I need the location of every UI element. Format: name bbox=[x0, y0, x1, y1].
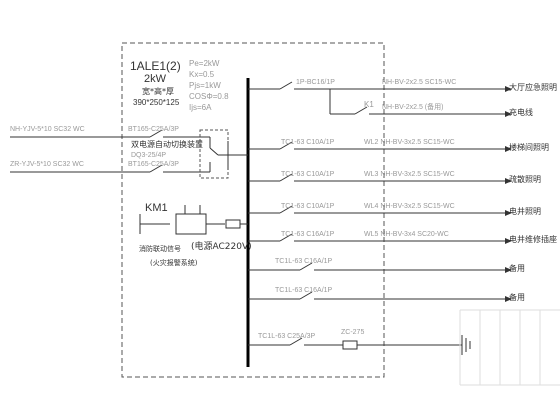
incoming-line-1 bbox=[10, 129, 211, 148]
panel-param-5: Ijs=6A bbox=[189, 103, 212, 112]
circuit-lines bbox=[248, 81, 505, 350]
panel-param-4: COSΦ=0.8 bbox=[189, 92, 229, 101]
control-loop bbox=[139, 205, 248, 235]
circuit-1-load: 大厅应急照明 bbox=[509, 83, 557, 92]
circuit-2-cable: NH-BV-2x2.5 (备用) bbox=[382, 104, 444, 111]
panel-power: 2kW bbox=[144, 73, 166, 85]
circuit-5-cable: WL4 NH-BV-3x2.5 SC15-WC bbox=[364, 203, 455, 210]
km1-label: KM1 bbox=[145, 202, 168, 214]
panel-param-3: Pjs=1kW bbox=[189, 81, 221, 90]
ats-label: 双电源自动切换装置 bbox=[131, 140, 203, 149]
fire-signal-label: 消防联动信号 bbox=[139, 245, 181, 253]
circuit-6-breaker: TC1-63 C16A/1P bbox=[281, 231, 335, 238]
circuit-7-breaker: TC1L-63 C16A/1P bbox=[275, 258, 333, 265]
circuit-8-breaker: TC1L-63 C16A/1P bbox=[275, 287, 333, 294]
circuit-4-load: 疏散照明 bbox=[509, 175, 541, 184]
panel-dims: 390*250*125 bbox=[133, 98, 180, 107]
circuit-7-load: 备用 bbox=[509, 264, 525, 273]
incoming-1-cable: NH-YJV-5*10 SC32 WC bbox=[10, 126, 85, 133]
panel-id: 1ALE1(2) bbox=[130, 59, 181, 73]
ground-symbol bbox=[461, 335, 471, 355]
panel-param-2: Kx=0.5 bbox=[189, 70, 215, 79]
power-ac-label: (电源AC220V) bbox=[191, 242, 252, 252]
ats-switch bbox=[209, 141, 248, 170]
circuit-1-breaker: 1P-BC16/1P bbox=[296, 79, 335, 86]
circuit-5-load: 电井照明 bbox=[509, 207, 541, 216]
panel-param-1: Pe=2kW bbox=[189, 59, 220, 68]
incoming-line-2 bbox=[10, 162, 211, 173]
circuit-2-load: 充电线 bbox=[509, 108, 533, 117]
ats-model: DQ3-25/4P bbox=[131, 152, 167, 159]
circuit-1-cable: NH-BV-2x2.5 SC15-WC bbox=[382, 79, 457, 86]
circuit-6-load: 电井维修插座 bbox=[509, 235, 557, 244]
circuit-arrowheads bbox=[505, 86, 512, 302]
incoming-2-breaker: BT165-C25A/3P bbox=[128, 161, 179, 168]
circuit-4-breaker: TC1-63 C10A/1P bbox=[281, 171, 335, 178]
circuit-8-load: 备用 bbox=[509, 293, 525, 302]
circuit-3-load: 楼梯间照明 bbox=[509, 143, 549, 152]
bottom-device: ZC-275 bbox=[341, 329, 365, 336]
incoming-1-breaker: BT165-C25A/3P bbox=[128, 126, 179, 133]
panel-dims-label: 宽*高*厚 bbox=[142, 87, 174, 96]
circuit-2-breaker: K1 bbox=[364, 100, 374, 109]
circuit-6-cable: WL5 NH-BV-3x4 SC20-WC bbox=[364, 231, 449, 238]
circuit-4-cable: WL3 NH-BV-3x2.5 SC15-WC bbox=[364, 171, 455, 178]
background-grid-fragment bbox=[459, 309, 560, 386]
incoming-2-cable: ZR-YJV-5*10 SC32 WC bbox=[10, 161, 84, 168]
fire-alarm-label: (火灾报警系统) bbox=[150, 259, 198, 267]
panel-boundary bbox=[121, 42, 385, 378]
bottom-breaker: TC1L-63 C25A/3P bbox=[258, 333, 316, 340]
circuit-3-cable: WL2 NH-BV-3x2.5 SC15-WC bbox=[364, 139, 455, 146]
circuit-3-breaker: TC1-63 C10A/1P bbox=[281, 139, 335, 146]
circuit-5-breaker: TC1-63 C10A/1P bbox=[281, 203, 335, 210]
